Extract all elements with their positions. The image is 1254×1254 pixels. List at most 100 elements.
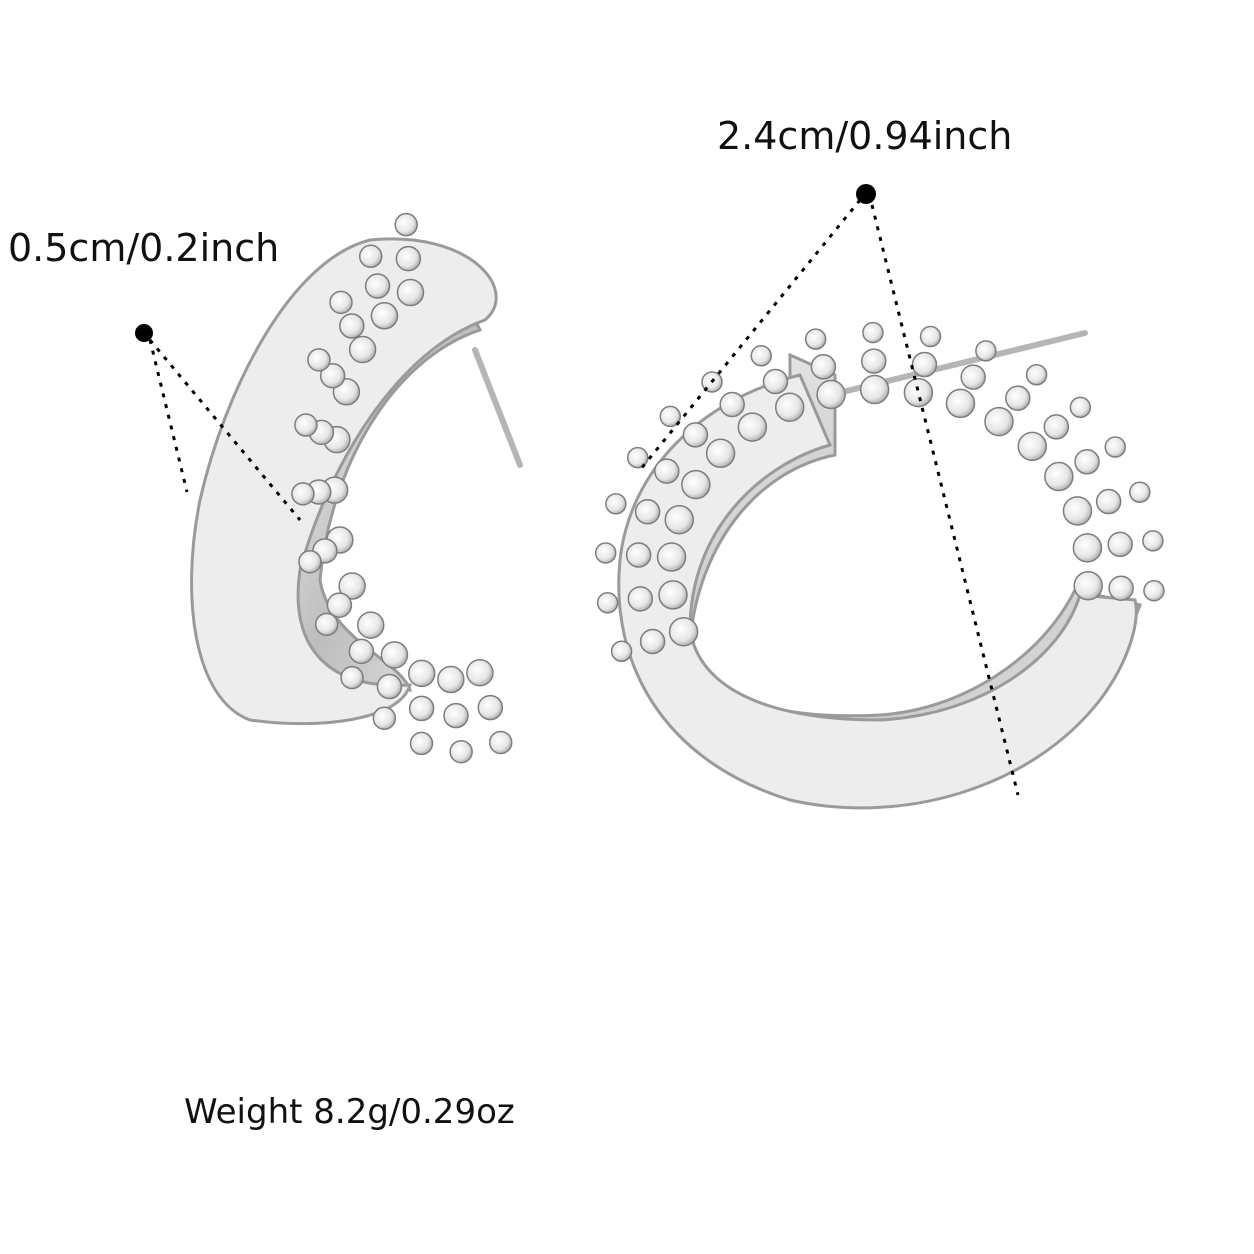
crystal-stone (294, 413, 318, 437)
diameter-label: 2.4cm/0.94inch (717, 114, 1013, 158)
crystal-stone (774, 392, 805, 422)
crystal-stone (594, 542, 617, 564)
crystal-stone (656, 542, 687, 572)
crystal-stone (862, 321, 884, 344)
crystal-stone (1104, 436, 1127, 458)
crystal-stone (488, 730, 513, 755)
crystal-stone (658, 580, 688, 610)
crystal-stone (449, 739, 473, 764)
crystal-stone (396, 278, 425, 307)
crystal-stone (596, 592, 619, 614)
crystal-stone (705, 438, 736, 469)
crystal-stone (348, 638, 375, 665)
crystal-stone (314, 612, 339, 637)
crystal-stone (610, 640, 633, 662)
crystal-stone (659, 405, 681, 428)
crystal-stone (605, 493, 627, 515)
crystal-stone (348, 335, 377, 364)
crystal-stone (395, 245, 422, 272)
crystal-stone (960, 364, 986, 390)
crystal-stone (1017, 431, 1048, 462)
crystal-stone (372, 706, 397, 730)
crystal-stone (358, 244, 383, 269)
crystal-stone (682, 422, 709, 448)
crystal-stone (1043, 414, 1070, 440)
crystal-stone (903, 377, 934, 408)
crystal-stone (339, 313, 365, 339)
crystal-stone (298, 549, 322, 574)
crystal-stone (668, 616, 699, 647)
diameter-indicator (638, 184, 1020, 796)
crystal-stone (407, 659, 436, 688)
crystal-stone (975, 340, 997, 362)
crystal-stone (737, 412, 768, 442)
crystal-stone (810, 354, 837, 380)
thickness-dotted-line (148, 339, 189, 493)
weight-label: Weight 8.2g/0.29oz (184, 1092, 515, 1132)
crystal-stone (380, 641, 409, 669)
crystal-stone (1072, 533, 1103, 563)
crystal-stone (804, 328, 827, 350)
crystal-stone (919, 325, 942, 348)
crystal-stone (1073, 570, 1103, 601)
crystal-stone (307, 348, 331, 372)
crystal-stone (408, 695, 435, 722)
crystal-stone (1143, 579, 1165, 602)
crystal-stone (861, 348, 887, 374)
crystal-stone (750, 345, 772, 367)
crystal-stone (1025, 364, 1048, 386)
crystal-stone (984, 406, 1014, 437)
crystal-stone (364, 273, 391, 299)
crystal-stone (356, 611, 385, 639)
left-earring-crystal-band (190, 237, 498, 726)
crystal-stone (409, 731, 434, 756)
crystal-stone (1095, 488, 1122, 515)
crystal-stone (1108, 575, 1134, 601)
left-earring-crystals (291, 212, 513, 764)
crystal-stone (437, 665, 465, 694)
crystal-stone (370, 302, 399, 330)
crystal-stone (627, 586, 654, 612)
thickness-indicator (135, 324, 302, 521)
crystal-stone (639, 628, 666, 655)
crystal-stone (1107, 531, 1133, 558)
crystal-stone (329, 290, 353, 315)
crystal-stone (719, 391, 745, 418)
left-earring (190, 212, 523, 764)
crystal-stone (477, 694, 504, 721)
crystal-stone (340, 665, 364, 690)
crystal-stone (664, 504, 695, 535)
right-earring (594, 321, 1165, 810)
crystal-stone (1129, 481, 1151, 503)
crystal-stone (1069, 396, 1092, 419)
crystal-stone (626, 446, 649, 469)
diameter-marker-dot (856, 184, 876, 204)
crystal-stone (654, 458, 680, 484)
crystal-stone (1044, 461, 1074, 492)
crystal-stone (1074, 449, 1100, 475)
thickness-label: 0.5cm/0.2inch (8, 226, 280, 270)
crystal-stone (634, 499, 661, 525)
crystal-stone (338, 572, 366, 600)
crystal-stone (291, 482, 315, 506)
crystal-stone (911, 351, 938, 378)
diameter-dotted-line (870, 204, 1020, 796)
thickness-marker-dot (135, 324, 153, 342)
crystal-stone (945, 388, 976, 419)
crystal-stone (443, 702, 469, 729)
crystal-stone (859, 374, 890, 405)
crystal-stone (1005, 385, 1031, 411)
left-earring-post (472, 347, 523, 468)
crystal-stone (1142, 530, 1164, 552)
right-earring-crystal-band (617, 373, 1138, 810)
crystal-stone (816, 379, 846, 410)
crystal-stone (376, 673, 403, 700)
crystal-stone (466, 658, 494, 687)
crystal-stone (762, 368, 789, 395)
crystal-stone (326, 592, 353, 618)
crystal-stone (394, 212, 418, 237)
right-earring-crystals (594, 321, 1165, 662)
crystal-stone (681, 469, 711, 500)
